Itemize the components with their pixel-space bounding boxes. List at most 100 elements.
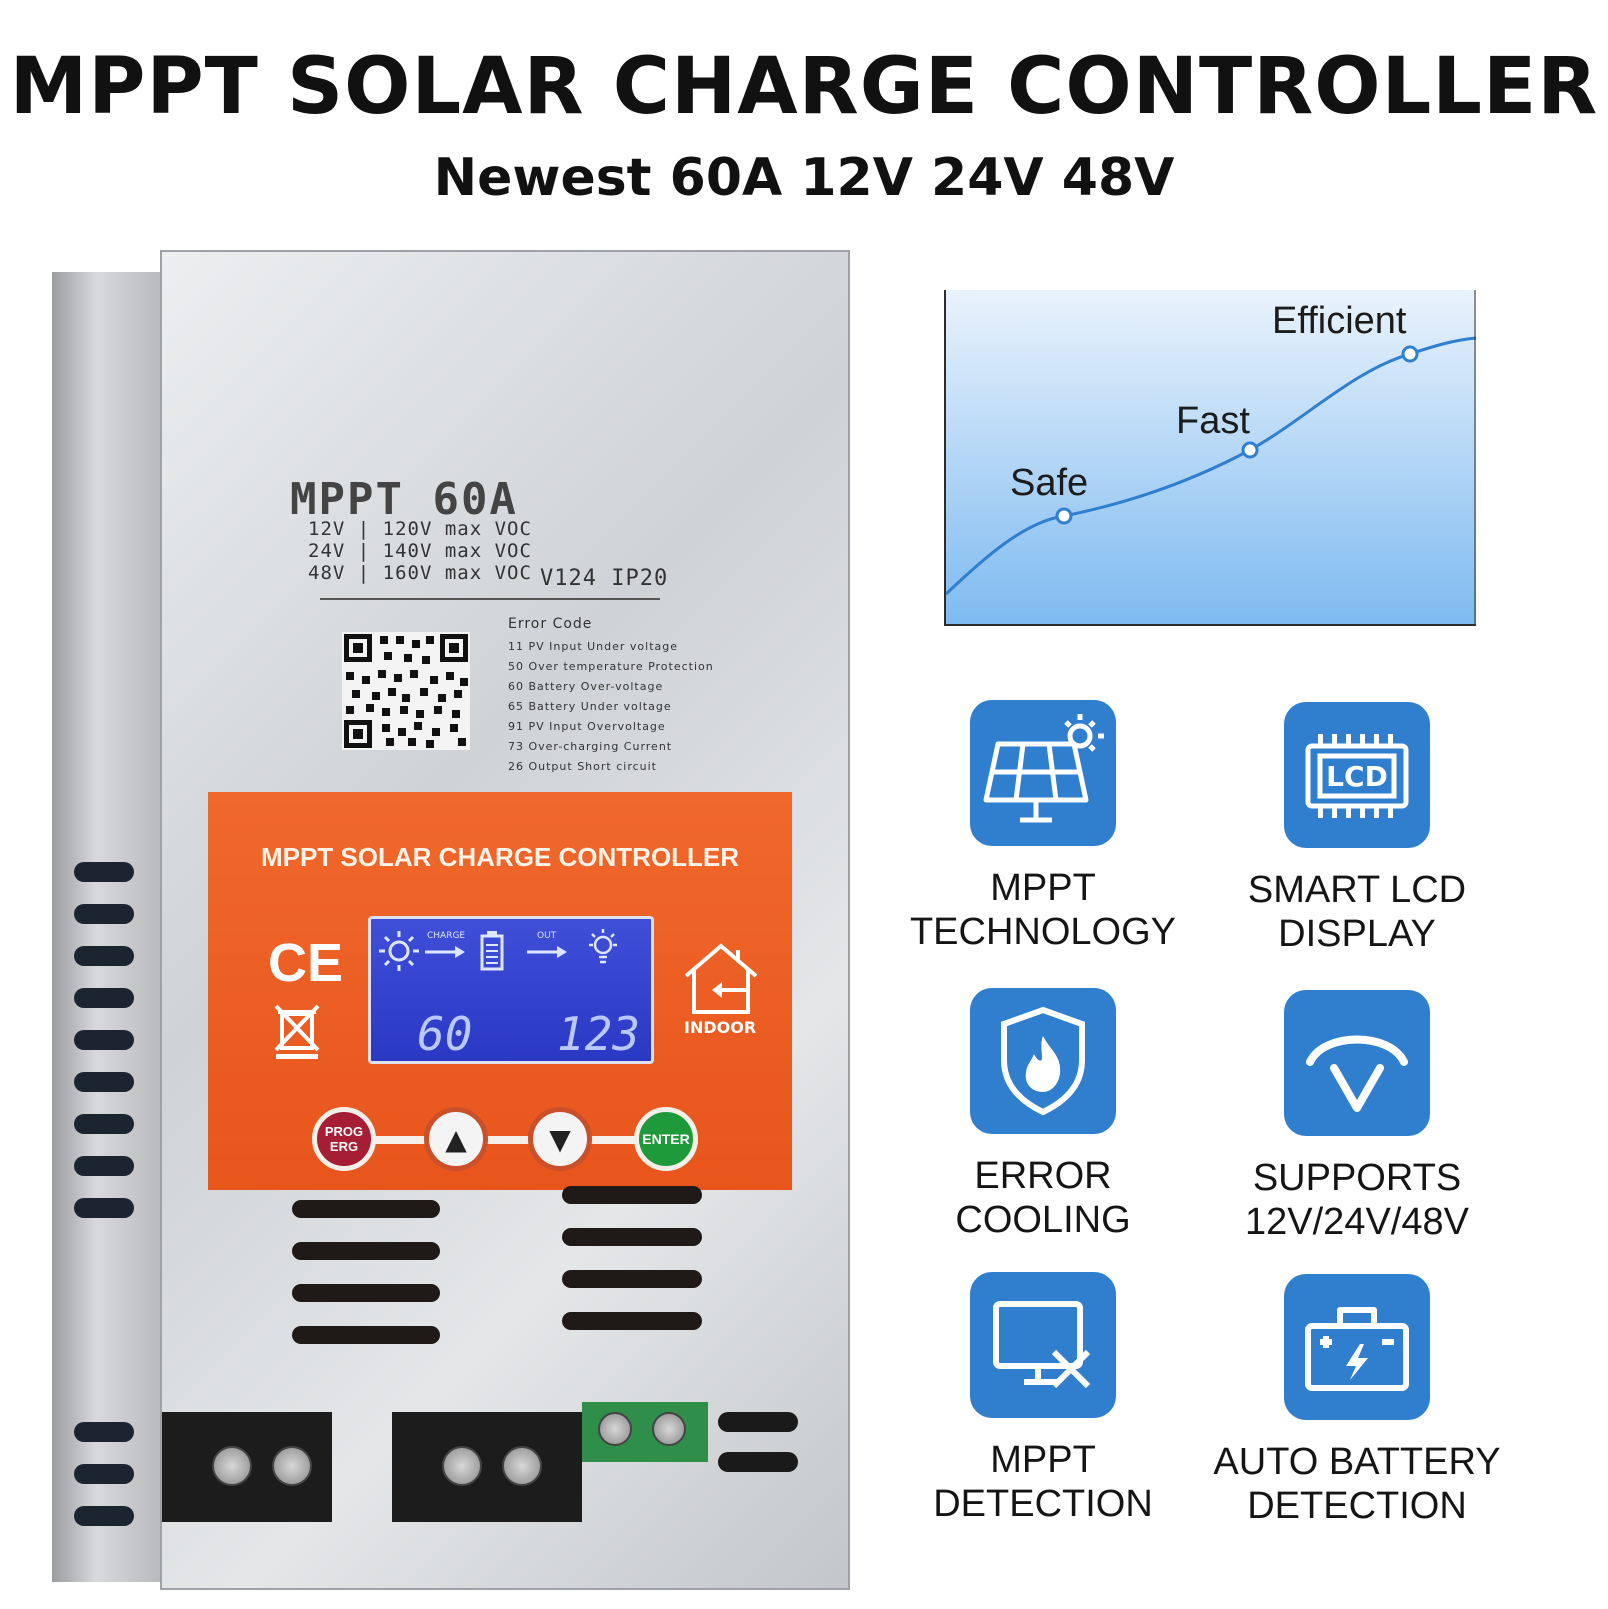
feature-line: SMART LCD xyxy=(1247,869,1467,911)
spec-line: 24V | 140V max VOC xyxy=(308,540,532,562)
screw-icon xyxy=(212,1446,252,1486)
chart-point-fast xyxy=(1241,441,1259,459)
device-side-panel xyxy=(52,272,162,1582)
side-vent xyxy=(74,1464,134,1484)
screw-icon xyxy=(652,1412,686,1446)
voltage-gauge-icon xyxy=(1284,990,1430,1136)
side-vent xyxy=(74,1198,134,1218)
feature-label: ERROR COOLING xyxy=(873,1154,1213,1242)
page-subtitle: Newest 60A 12V 24V 48V xyxy=(433,148,1175,208)
error-code-line: 91 PV Input Overvoltage xyxy=(508,720,666,733)
indoor-label: INDOOR xyxy=(684,1018,757,1037)
vent-slot xyxy=(562,1270,702,1288)
divider xyxy=(320,598,660,600)
vent-slot xyxy=(292,1284,440,1302)
solar-panel-icon xyxy=(970,700,1116,846)
enter-button[interactable]: ENTER xyxy=(634,1107,698,1171)
error-code-title: Error Code xyxy=(508,616,593,632)
lcd-screen: CHARGE OUT xyxy=(368,916,654,1064)
down-arrow-icon: ▼ xyxy=(549,1122,571,1156)
chart-background xyxy=(944,290,1476,626)
error-code-line: 26 Output Short circuit xyxy=(508,760,657,773)
error-code-line: 50 Over temperature Protection xyxy=(508,660,714,673)
prog-label: PROG xyxy=(324,1124,364,1139)
lcd-charge-label: CHARGE xyxy=(427,931,466,941)
side-vent xyxy=(74,904,134,924)
feature-line: DISPLAY xyxy=(1278,913,1436,955)
spec-line: 48V | 160V max VOC xyxy=(308,562,532,584)
up-arrow-icon: ▲ xyxy=(445,1122,467,1156)
control-panel: MPPT SOLAR CHARGE CONTROLLER CE xyxy=(208,792,792,1190)
panel-title: MPPT SOLAR CHARGE CONTROLLER xyxy=(260,842,740,872)
terminal-block xyxy=(162,1412,332,1522)
weee-bin-icon xyxy=(274,1004,320,1059)
terminal-block xyxy=(392,1412,582,1522)
arrow-right-icon xyxy=(527,946,567,958)
feature-line: TECHNOLOGY xyxy=(909,911,1177,953)
sun-icon xyxy=(379,931,419,971)
feature-line: DETECTION xyxy=(1247,1485,1467,1527)
up-button[interactable]: ▲ xyxy=(424,1107,488,1171)
performance-chart: Safe Fast Efficient xyxy=(944,290,1477,626)
vent-slot xyxy=(292,1242,440,1260)
button-track xyxy=(318,1136,698,1144)
chart-point-efficient xyxy=(1401,345,1419,363)
error-code-line: 73 Over-charging Current xyxy=(508,740,673,753)
feature-line: DETECTION xyxy=(933,1483,1153,1525)
screw-icon xyxy=(502,1446,542,1486)
shield-flame-icon xyxy=(970,988,1116,1134)
vent-slot xyxy=(718,1412,798,1432)
side-vent xyxy=(74,946,134,966)
error-code-line: 11 PV Input Under voltage xyxy=(508,640,679,653)
house-icon xyxy=(684,943,758,1014)
battery-level-icon xyxy=(480,931,504,971)
monitor-tools-icon xyxy=(970,1272,1116,1418)
feature-label: SMART LCD DISPLAY xyxy=(1187,868,1527,956)
feature-label: AUTO BATTERY DETECTION xyxy=(1187,1440,1527,1528)
lcd-left-value: 60 xyxy=(417,1007,473,1061)
chart-label-fast: Fast xyxy=(1176,400,1250,442)
device-version: V124 IP20 xyxy=(540,566,669,591)
enter-label: ENTER xyxy=(642,1131,690,1147)
feature-line: MPPT xyxy=(990,867,1096,909)
battery-icon xyxy=(1284,1274,1430,1420)
down-button[interactable]: ▼ xyxy=(528,1107,592,1171)
chart-label-safe: Safe xyxy=(1010,462,1089,504)
error-code-line: 65 Battery Under voltage xyxy=(508,700,672,713)
arrow-right-icon xyxy=(425,946,465,958)
screw-icon xyxy=(598,1412,632,1446)
side-vent xyxy=(74,1114,134,1134)
side-vent xyxy=(74,1422,134,1442)
feature-label: SUPPORTS 12V/24V/48V xyxy=(1187,1156,1527,1244)
chart-label-efficient: Efficient xyxy=(1272,300,1407,342)
device-model: MPPT 60A xyxy=(290,474,518,525)
side-vent xyxy=(74,1156,134,1176)
side-vent xyxy=(74,988,134,1008)
charge-controller-device: MPPT 60A 12V | 120V max VOC 24V | 140V m… xyxy=(52,250,852,1590)
vent-slot xyxy=(292,1200,440,1218)
chart-point-safe xyxy=(1055,507,1073,525)
feature-line: ERROR xyxy=(974,1155,1112,1197)
feature-label: MPPT TECHNOLOGY xyxy=(873,866,1213,954)
chart-canvas xyxy=(944,290,1477,626)
lcd-chip-icon: LCD xyxy=(1284,702,1430,848)
light-bulb-icon xyxy=(589,929,617,964)
vent-slot xyxy=(562,1312,702,1330)
lcd-out-label: OUT xyxy=(537,931,557,941)
green-terminal xyxy=(582,1402,708,1462)
ce-mark: CE xyxy=(268,933,344,993)
feature-line: COOLING xyxy=(955,1199,1131,1241)
erg-label: ERG xyxy=(329,1139,359,1154)
lcd-right-value: 123 xyxy=(557,1007,641,1061)
vent-slot xyxy=(562,1186,702,1204)
side-vent xyxy=(74,1030,134,1050)
error-code-line: 60 Battery Over-voltage xyxy=(508,680,664,693)
feature-line: AUTO BATTERY xyxy=(1213,1441,1501,1483)
side-vent xyxy=(74,1072,134,1092)
device-front-cover: MPPT 60A 12V | 120V max VOC 24V | 140V m… xyxy=(160,250,850,1590)
screw-icon xyxy=(272,1446,312,1486)
vent-slot xyxy=(562,1228,702,1246)
prog-button[interactable]: PROG ERG xyxy=(312,1107,376,1171)
page-title: MPPT SOLAR CHARGE CONTROLLER xyxy=(9,42,1599,132)
vent-slot xyxy=(718,1452,798,1472)
